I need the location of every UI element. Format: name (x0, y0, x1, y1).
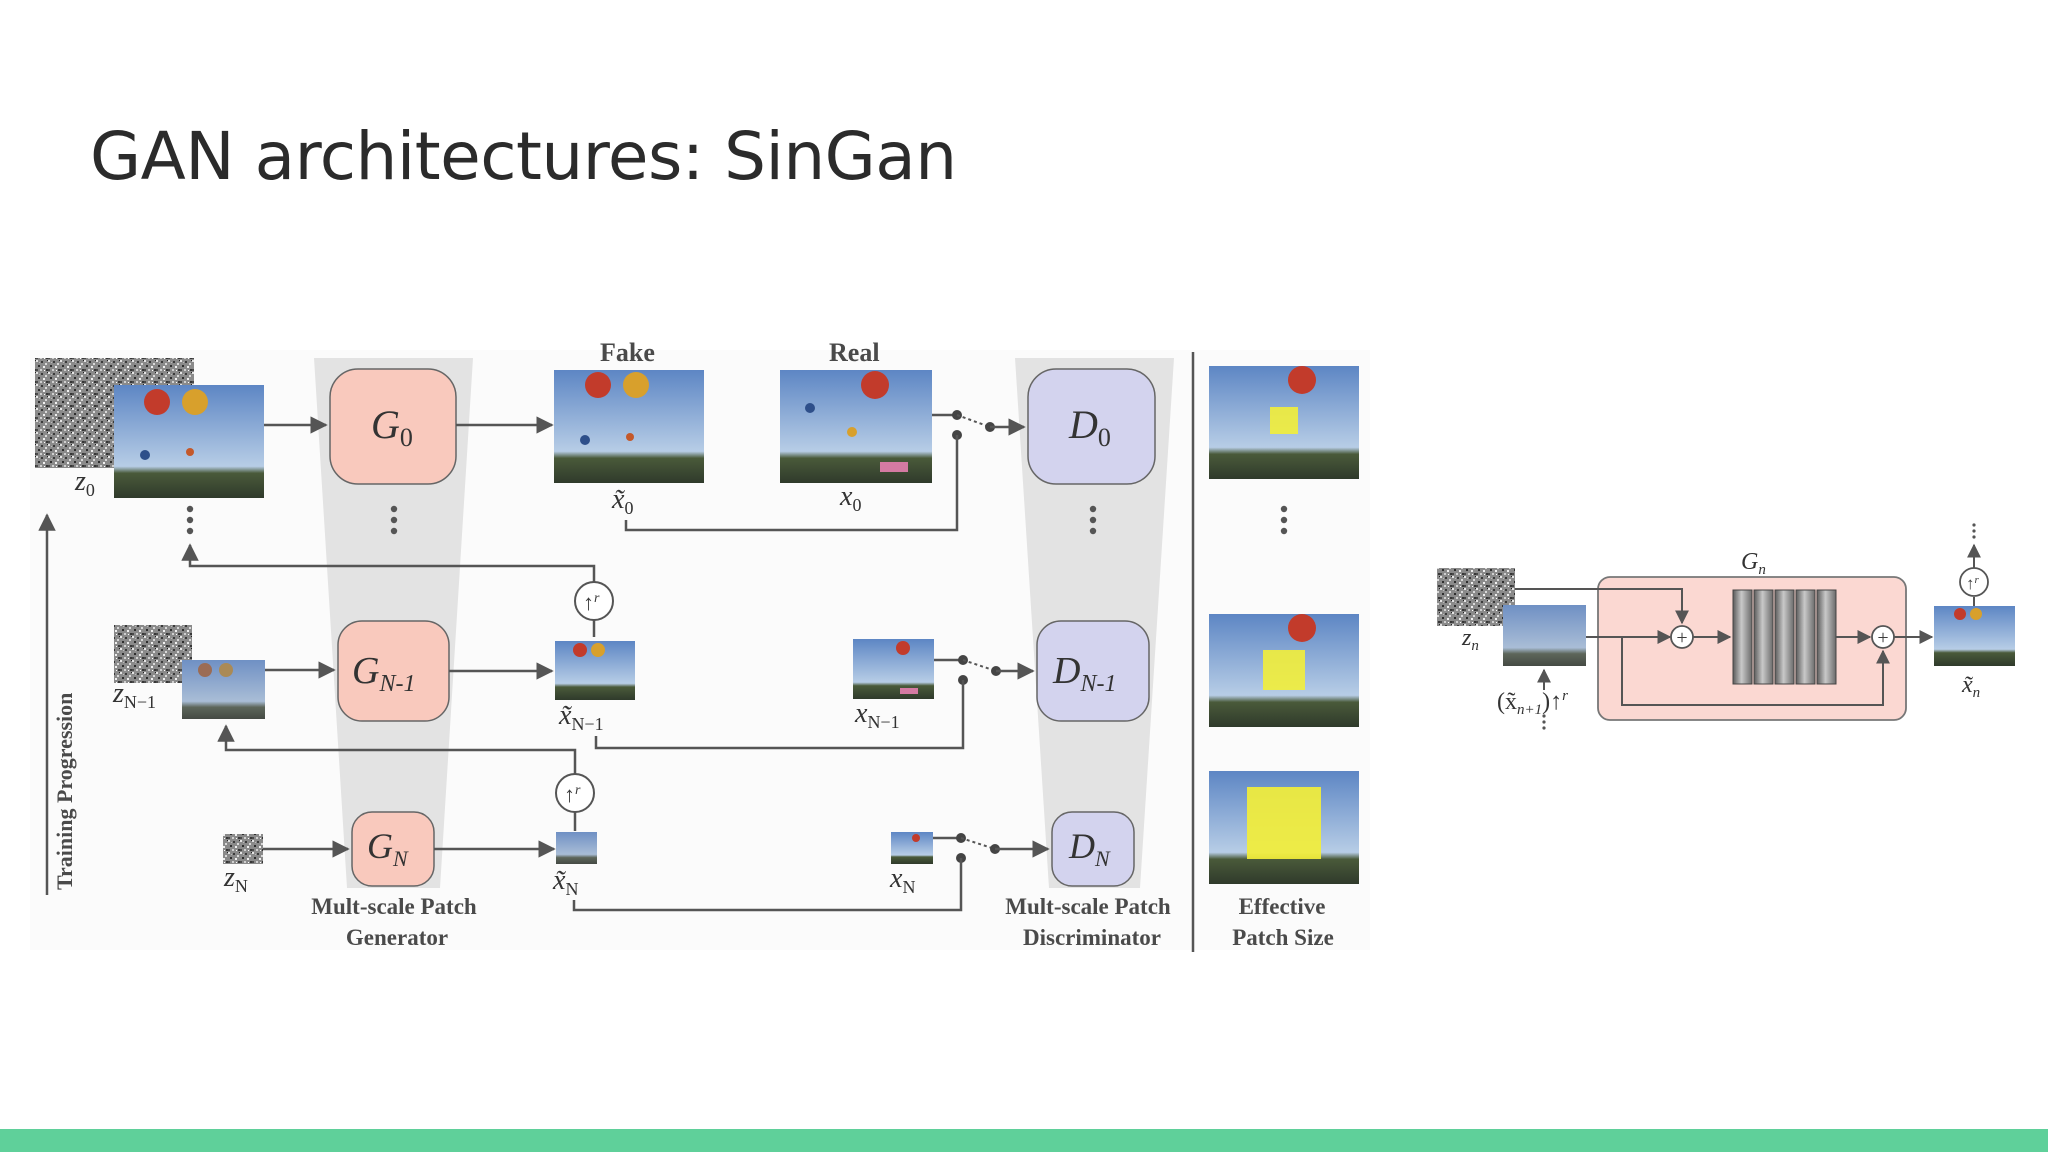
switch-row0 (624, 410, 1026, 532)
fake-image-rowN1 (555, 641, 635, 700)
arrow-upsample-to-row0 (181, 543, 596, 585)
arrow-residual-skip (1621, 637, 1890, 706)
real-image-rowN (891, 832, 933, 864)
conv-layers (1732, 589, 1837, 685)
svg-text:↑r: ↑r (583, 590, 600, 615)
training-progression-axis: Training Progression (38, 513, 77, 895)
svg-text:DN-1: DN-1 (1052, 650, 1116, 697)
gn-label: Gn (1741, 549, 1766, 578)
svg-text:GN: GN (367, 826, 409, 871)
svg-text:Patch Size: Patch Size (1232, 925, 1334, 950)
zN1-label: zN−1 (112, 678, 156, 712)
plus-node-1: + (1670, 625, 1694, 649)
xn1-input-image (1503, 605, 1586, 666)
svg-text:G0: G0 (371, 402, 413, 452)
real-image-row0 (780, 370, 932, 483)
fake-label: Fake (600, 338, 655, 367)
training-progression-label: Training Progression (52, 693, 77, 890)
prev-scale-input-label: (x̃n+1)↑r (1497, 688, 1568, 718)
input-image-row0 (114, 385, 264, 498)
slide-title: GAN architectures: SinGan (90, 118, 957, 195)
zn-label: zn (1461, 625, 1479, 654)
generator-gN: GN (351, 811, 435, 887)
noise-image-zN1 (114, 625, 192, 683)
input-image-rowN1 (182, 660, 265, 719)
patch-caption: Effective Patch Size (1232, 894, 1334, 950)
patch-image-rowN (1209, 771, 1359, 884)
svg-text:↑r: ↑r (1966, 574, 1980, 593)
svg-text:D0: D0 (1068, 402, 1111, 452)
x0-label: x0 (839, 481, 861, 515)
generator-g0: G0 (329, 368, 457, 485)
patch-image-rowN1 (1209, 614, 1359, 727)
discriminator-caption: Mult-scale Patch Discriminator (1005, 894, 1171, 950)
patch-image-row0 (1209, 366, 1359, 479)
svg-text:Discriminator: Discriminator (1023, 925, 1161, 950)
generator-caption: Mult-scale Patch Generator (311, 894, 477, 950)
svg-text:Generator: Generator (346, 925, 448, 950)
arrow-zn-to-plus1 (1515, 588, 1689, 625)
xtN1-label: x̃N−1 (558, 700, 604, 734)
svg-text:↑r: ↑r (564, 782, 581, 807)
real-label: Real (829, 338, 880, 367)
svg-text:Effective: Effective (1239, 894, 1326, 919)
upsample-node-output: ↑r (1959, 567, 1989, 597)
upsample-node-rowN1: ↑r (574, 581, 614, 621)
svg-text:DN: DN (1068, 826, 1111, 871)
xN1-label: xN−1 (854, 698, 900, 732)
zn-noise-image (1437, 568, 1515, 626)
switch-rowN (572, 833, 1050, 912)
xtn-label: x̃n (1961, 672, 1980, 701)
zN-label: zN (223, 862, 248, 896)
discriminator-d0: D0 (1027, 368, 1156, 485)
svg-text:GN-1: GN-1 (352, 650, 415, 697)
real-image-rowN1 (853, 639, 934, 699)
xt0-label: x̃0 (611, 484, 633, 518)
footer-accent-bar (0, 1129, 2048, 1152)
svg-text:+: + (1676, 627, 1687, 649)
discriminator-dN: DN (1051, 811, 1135, 887)
discriminator-dN1: DN-1 (1036, 620, 1150, 722)
gn-detail: Gn zn + + x̃n (1437, 523, 2015, 730)
upsample-node-rowN: ↑r (555, 773, 595, 813)
arrow-upsample-to-rowN1 (217, 724, 577, 786)
generator-gN1: GN-1 (337, 620, 450, 722)
fake-image-row0 (554, 370, 704, 483)
noise-image-zN (223, 834, 263, 864)
svg-text:Mult-scale Patch: Mult-scale Patch (1005, 894, 1171, 919)
switch-rowN1 (594, 655, 1035, 750)
svg-text:Mult-scale Patch: Mult-scale Patch (311, 894, 477, 919)
xtN-label: x̃N (552, 865, 578, 899)
z0-label: z0 (74, 466, 95, 500)
svg-text:+: + (1877, 627, 1888, 649)
plus-node-2: + (1871, 625, 1895, 649)
xN-label: xN (889, 863, 915, 897)
fake-image-rowN (556, 832, 597, 864)
ellipsis-dots (186, 505, 1288, 535)
